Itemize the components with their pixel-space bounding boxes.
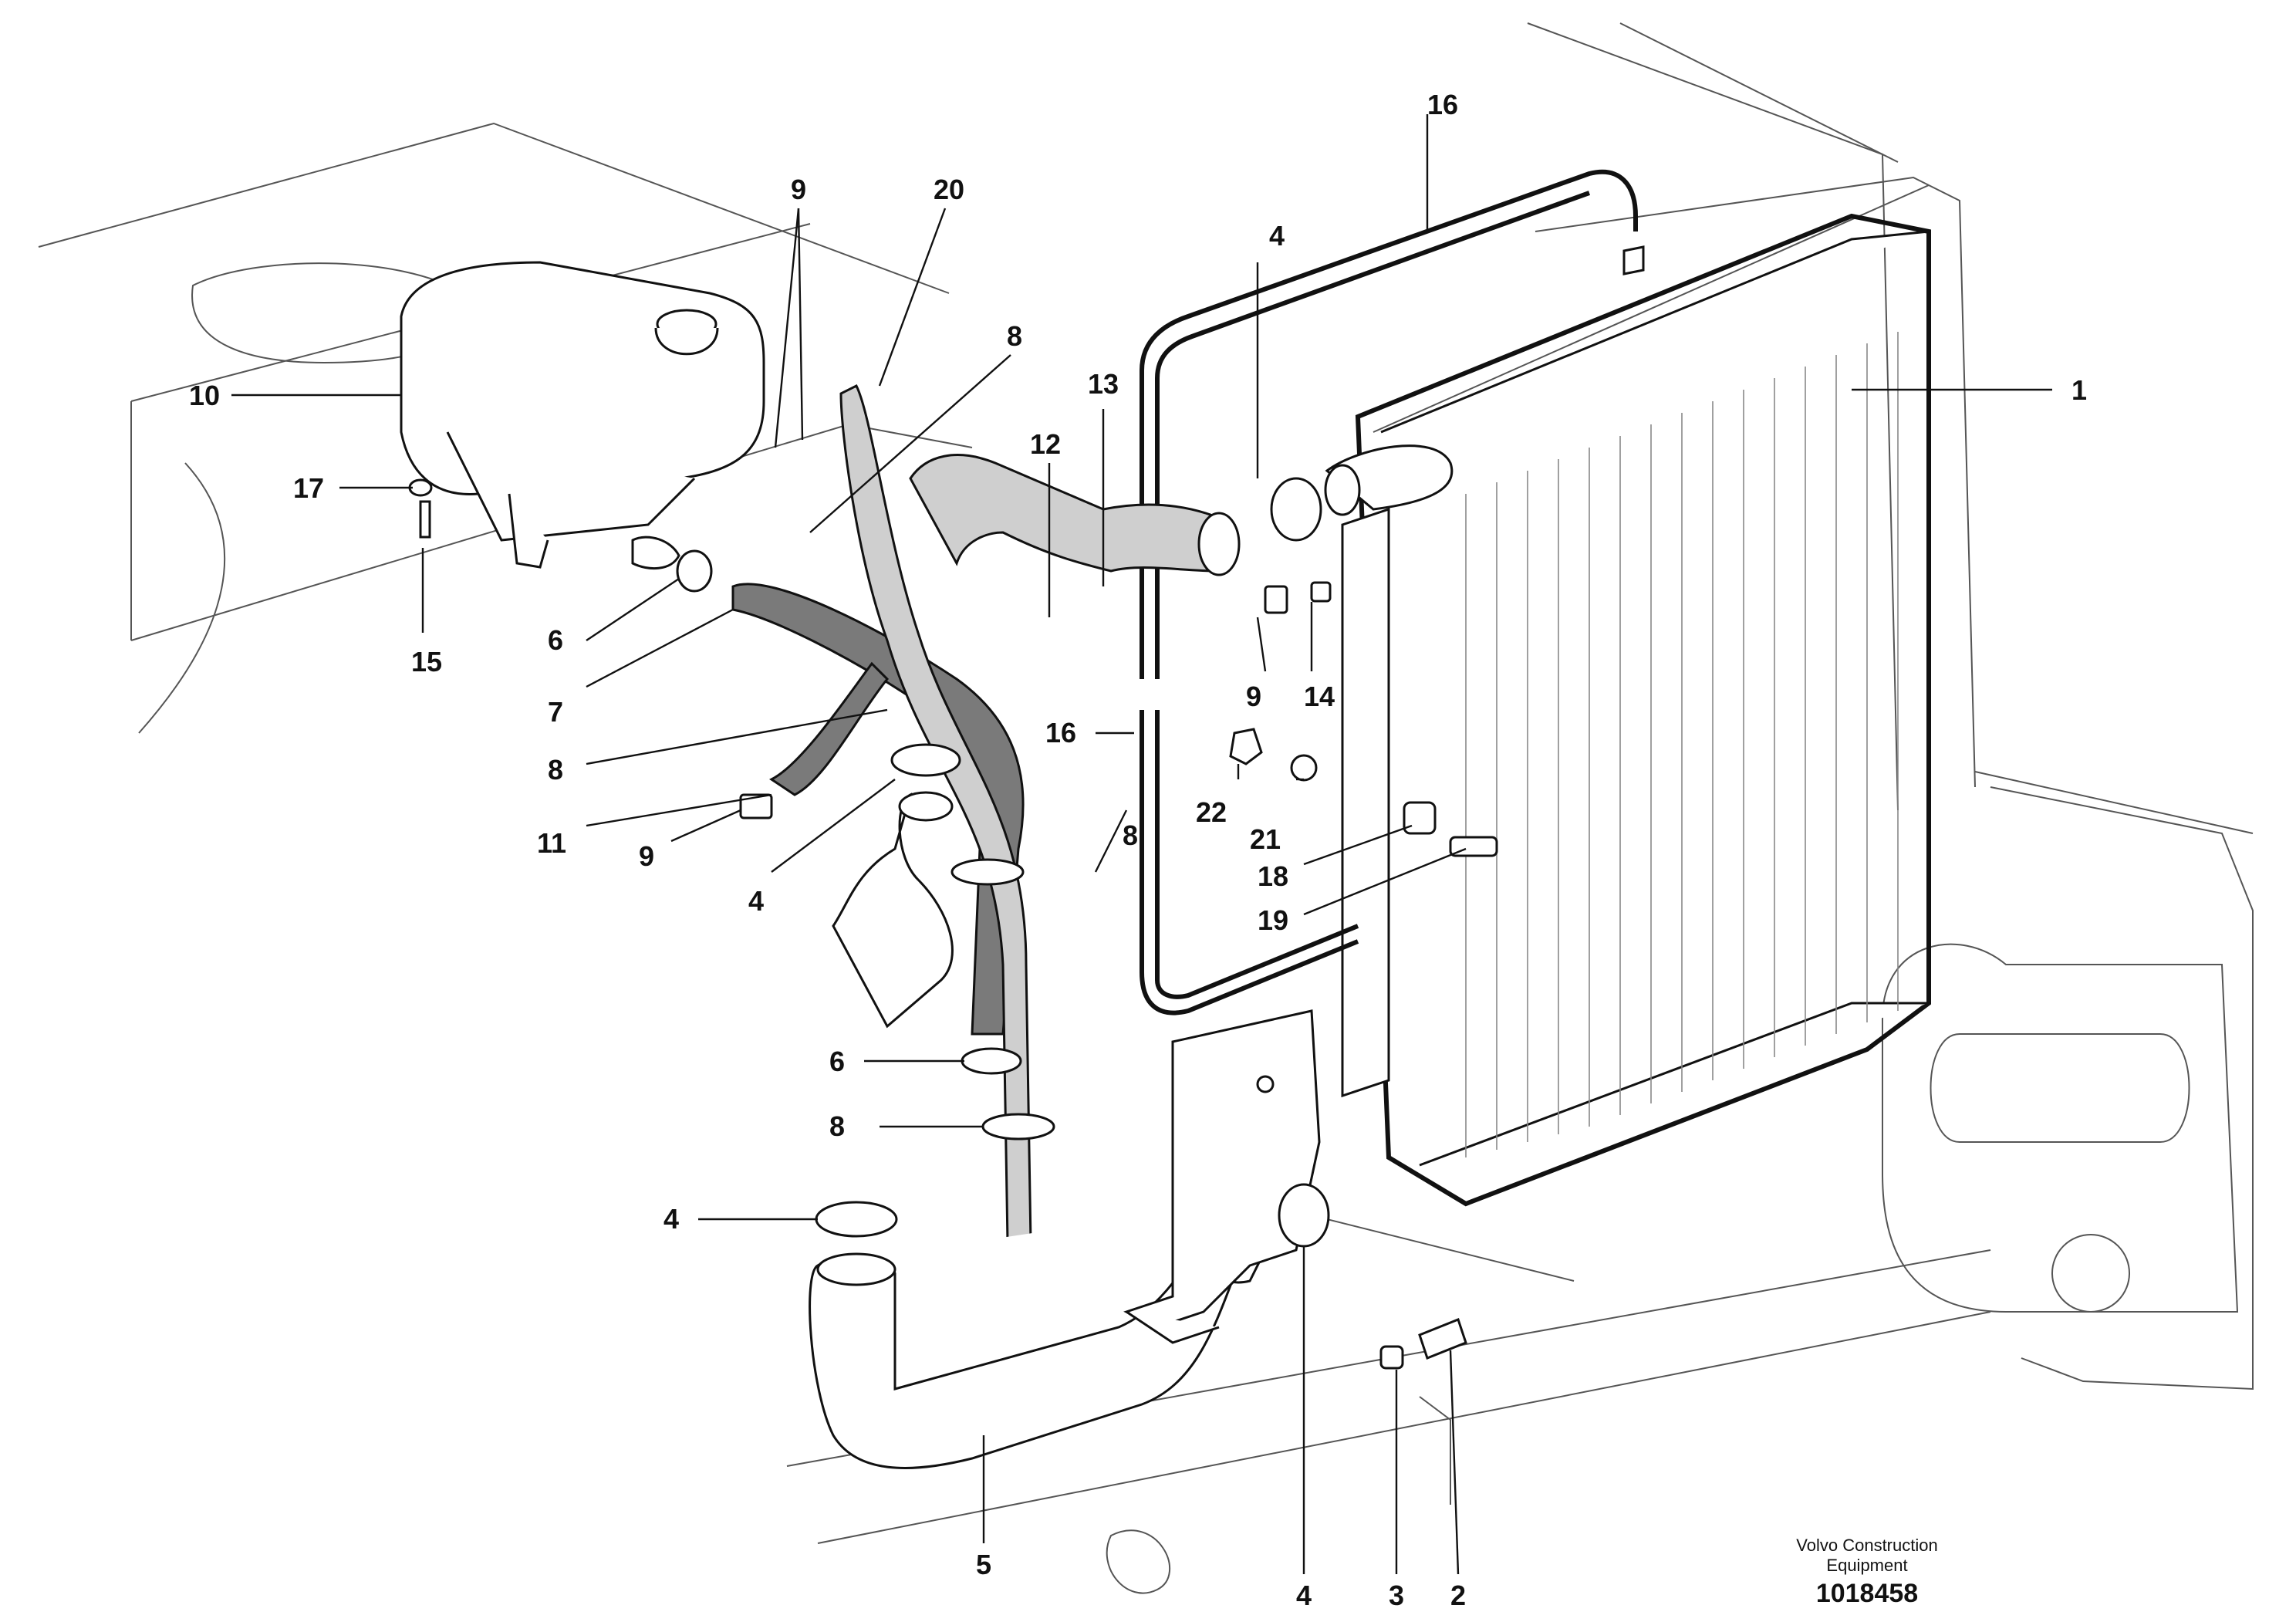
callout-4-upper-clamp: 4	[1269, 220, 1285, 252]
callout-8-top: 8	[1007, 320, 1022, 352]
radiator	[1341, 213, 1931, 1207]
callout-19: 19	[1258, 904, 1288, 936]
callout-labels: 16 4 1 9 20 8 13 12 10 17 15 6 7 8 11 9 …	[189, 89, 2087, 1611]
callout-21: 21	[1250, 823, 1281, 855]
callout-6-lower: 6	[829, 1046, 845, 1077]
callout-9-tank-clamp: 9	[791, 174, 806, 205]
callout-12: 12	[1030, 428, 1061, 460]
upper-radiator-hose	[909, 444, 1454, 576]
callout-7: 7	[548, 696, 563, 728]
callout-2: 2	[1450, 1580, 1466, 1611]
callout-10-expansion-tank: 10	[189, 380, 220, 411]
callout-13: 13	[1088, 368, 1119, 400]
callout-6-upper: 6	[548, 624, 563, 656]
callout-14: 14	[1304, 681, 1335, 712]
callout-20: 20	[934, 174, 964, 205]
callout-4-elbow-clamp: 4	[748, 885, 764, 917]
callout-17: 17	[293, 472, 324, 504]
callout-9-right: 9	[1246, 681, 1261, 712]
callout-8-middle: 8	[548, 754, 563, 786]
drawing-number: 1018458	[1815, 1579, 1919, 1608]
callout-11: 11	[537, 827, 566, 859]
callout-16-top: 16	[1427, 89, 1458, 120]
callout-3: 3	[1389, 1580, 1404, 1611]
callout-4-bottom: 4	[1296, 1580, 1312, 1611]
callout-5: 5	[976, 1549, 991, 1580]
callout-9-lower-left: 9	[639, 840, 654, 872]
callout-15: 15	[411, 646, 442, 678]
brand-line-2: Equipment	[1826, 1556, 1908, 1575]
clamps-and-fittings	[408, 477, 1498, 1370]
support-bracket	[1123, 1009, 1321, 1344]
expansion-tank	[400, 261, 765, 570]
callout-8-lower: 8	[829, 1110, 845, 1142]
bypass-pipe	[1140, 169, 1645, 1015]
callout-8-right: 8	[1123, 819, 1138, 851]
callout-4-lower-left: 4	[663, 1203, 679, 1235]
callout-18: 18	[1258, 860, 1288, 892]
leader-lines	[231, 114, 2052, 1575]
callout-16-lower: 16	[1045, 717, 1076, 748]
callout-22: 22	[1196, 796, 1227, 828]
callout-1-radiator: 1	[2071, 374, 2087, 406]
brand-caption: Volvo Construction Equipment	[1767, 1536, 1967, 1576]
brand-line-1: Volvo Construction	[1796, 1536, 1938, 1555]
